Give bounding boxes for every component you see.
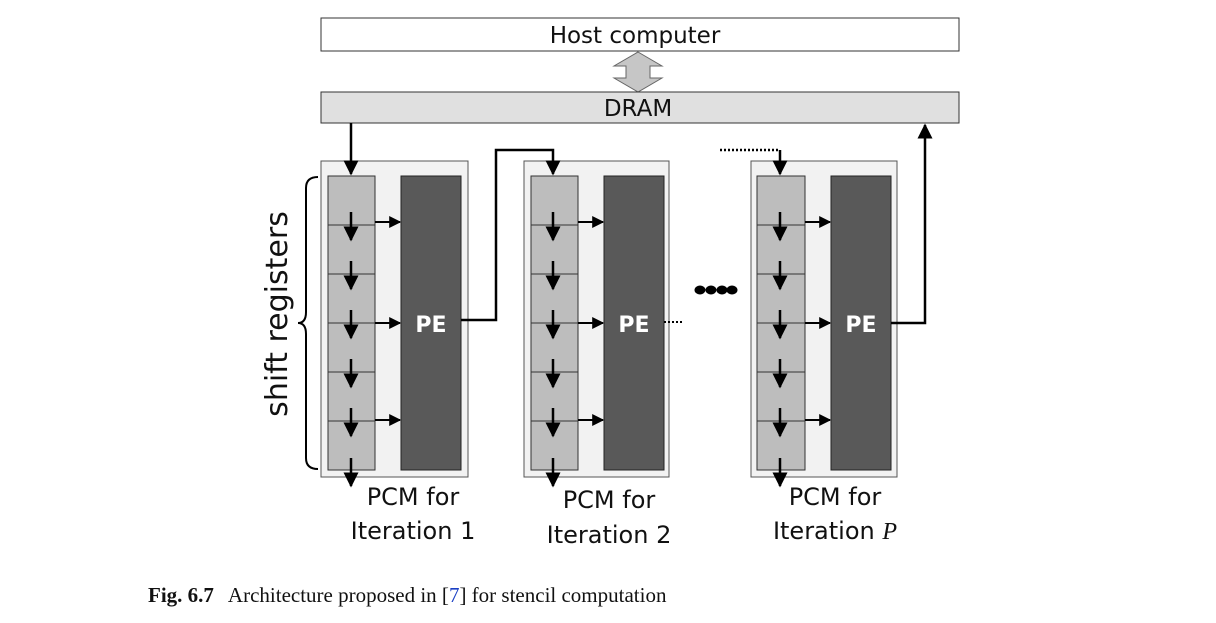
pcm-1-label-line2: Iteration 1 (351, 517, 476, 545)
pe-label-1: PE (415, 313, 446, 338)
shift-register-column-p (756, 175, 832, 488)
pcm-block-2: PE (523, 160, 670, 488)
pcm-p-label-line1: PCM for (789, 483, 882, 511)
host-computer-label: Host computer (550, 23, 721, 49)
pe-label-p: PE (845, 313, 876, 338)
pcm-1-label-line1: PCM for (367, 483, 460, 511)
pcm-p-label-line2: Iteration P (773, 517, 897, 545)
pcm-2-label-line1: PCM for (563, 486, 656, 514)
shift-registers-label: shift registers (260, 211, 295, 417)
pcm-2-label-line2: Iteration 2 (547, 521, 672, 549)
caption-reference-link: 7 (449, 583, 460, 607)
dram-box: DRAM (320, 91, 960, 124)
pe-label-2: PE (618, 313, 649, 338)
pe-block-1: PE (400, 175, 462, 471)
shift-registers-brace (297, 176, 319, 470)
dram-label: DRAM (604, 96, 672, 122)
pe-block-2: PE (603, 175, 665, 471)
pe-block-p: PE (830, 175, 892, 471)
pcm-block-p: PE (750, 160, 898, 488)
host-computer-box: Host computer (320, 17, 960, 52)
ellipsis-dots (694, 285, 738, 295)
host-dram-double-arrow (612, 51, 664, 93)
shift-register-column-2 (530, 175, 605, 488)
pcm-block-1: PE (320, 160, 469, 488)
caption-number: Fig. 6.7 (148, 583, 214, 607)
shift-register-column-1 (327, 175, 402, 488)
pe1-to-pcm2-arrow (461, 148, 561, 322)
pep-to-dram-arrow (891, 123, 933, 325)
